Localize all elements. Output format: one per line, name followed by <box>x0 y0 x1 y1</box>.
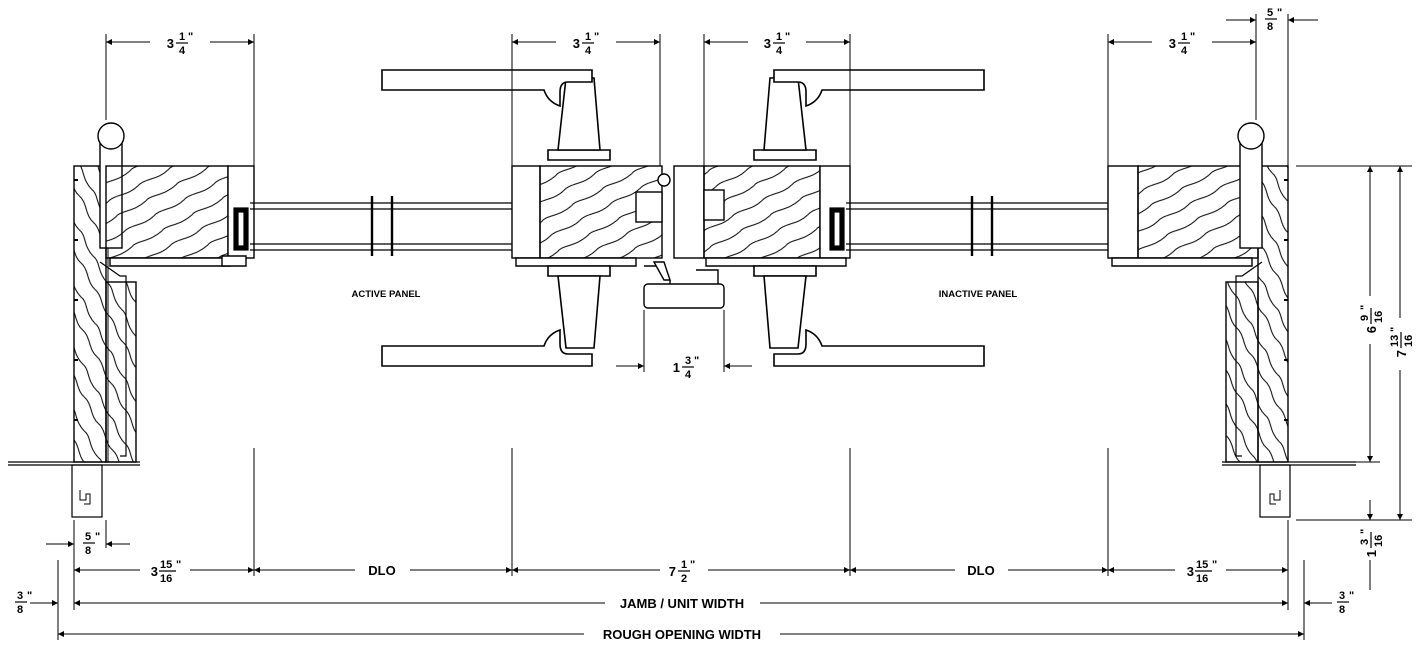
svg-text:15: 15 <box>160 559 172 571</box>
svg-text:": " <box>1389 327 1401 332</box>
svg-text:7: 7 <box>1394 350 1409 357</box>
svg-text:8: 8 <box>85 545 91 557</box>
dim-top-1: 3 1 4 " <box>167 31 193 57</box>
svg-text:": " <box>1212 559 1217 571</box>
svg-text:4: 4 <box>1181 45 1188 57</box>
svg-text:3: 3 <box>685 355 691 367</box>
inactive-panel-lock-stile <box>703 165 851 267</box>
svg-text:16: 16 <box>1373 535 1385 547</box>
inactive-panel-lever-handles <box>753 69 985 367</box>
svg-text:4: 4 <box>179 45 186 57</box>
svg-text:3: 3 <box>1339 590 1345 602</box>
svg-text:": " <box>594 31 599 43</box>
dim-top-5: 5 8 " <box>1265 7 1282 33</box>
dim-astragal: 1 3 4 " <box>673 355 699 381</box>
svg-text:5: 5 <box>85 531 91 543</box>
svg-text:5: 5 <box>1267 7 1273 19</box>
svg-text:": " <box>188 31 193 43</box>
panel-labels: ACTIVE PANEL INACTIVE PANEL DLO DLO JAMB… <box>352 289 1018 642</box>
svg-text:3: 3 <box>1359 539 1371 545</box>
dim-left-3-15-16: 3 15 16 " <box>151 559 181 585</box>
dlo-left-label: DLO <box>368 563 395 578</box>
active-panel-lever-handles <box>381 69 611 367</box>
svg-text:3: 3 <box>1187 564 1194 579</box>
svg-text:4: 4 <box>585 45 592 57</box>
right-hinge-knuckle <box>1237 122 1265 249</box>
svg-text:2: 2 <box>681 573 687 585</box>
right-jamb <box>1222 165 1356 518</box>
jamb-unit-width-label: JAMB / UNIT WIDTH <box>620 596 744 611</box>
svg-text:3: 3 <box>17 590 23 602</box>
svg-text:1: 1 <box>776 31 782 43</box>
svg-text:4: 4 <box>685 369 692 381</box>
dim-top-4: 3 1 4 " <box>1169 31 1195 57</box>
svg-text:": " <box>785 31 790 43</box>
dim-top-3: 3 1 4 " <box>764 31 790 57</box>
svg-text:6: 6 <box>1364 326 1379 333</box>
svg-text:3: 3 <box>1169 36 1176 51</box>
dimension-lines <box>30 17 1403 637</box>
svg-text:3: 3 <box>573 36 580 51</box>
svg-text:3: 3 <box>167 36 174 51</box>
dim-right-3-8: 3 8 " <box>1337 590 1354 616</box>
inactive-panel-glass <box>829 196 1129 256</box>
svg-text:": " <box>690 559 695 571</box>
dim-vert-1-3-16: 1 3 16 " <box>1359 529 1385 557</box>
svg-text:": " <box>1277 7 1282 19</box>
svg-text:15: 15 <box>1196 559 1208 571</box>
svg-text:16: 16 <box>1403 335 1415 347</box>
active-panel-glass <box>233 196 531 256</box>
svg-text:8: 8 <box>1267 21 1273 33</box>
svg-text:": " <box>1349 590 1354 602</box>
svg-text:": " <box>1359 529 1371 534</box>
dlo-right-label: DLO <box>967 563 994 578</box>
active-panel-label: ACTIVE PANEL <box>352 289 421 300</box>
dim-center-7-1-2: 7 1 2 " <box>669 559 695 585</box>
svg-text:": " <box>1359 305 1371 310</box>
dim-vert-7-13-16: 7 13 16 " <box>1389 327 1415 357</box>
extension-lines <box>57 14 1412 640</box>
svg-text:": " <box>176 559 181 571</box>
svg-text:": " <box>27 590 32 602</box>
dim-left-3-8: 3 8 " <box>15 590 32 616</box>
svg-text:4: 4 <box>776 45 783 57</box>
active-panel-hinge-stile <box>105 165 255 267</box>
inactive-panel-hinge-stile <box>1107 165 1259 267</box>
svg-text:16: 16 <box>160 573 172 585</box>
dim-right-3-15-16: 3 15 16 " <box>1187 559 1217 585</box>
svg-text:": " <box>694 355 699 367</box>
svg-text:8: 8 <box>17 604 23 616</box>
dim-bottom-left-5-8: 5 8 " <box>83 531 100 557</box>
rough-opening-width-label: ROUGH OPENING WIDTH <box>603 627 761 642</box>
svg-text:16: 16 <box>1373 311 1385 323</box>
astragal <box>643 165 725 309</box>
svg-text:1: 1 <box>1364 550 1379 557</box>
svg-text:16: 16 <box>1196 573 1208 585</box>
svg-text:13: 13 <box>1389 335 1401 347</box>
svg-text:1: 1 <box>179 31 185 43</box>
active-panel-lock-stile <box>511 165 671 267</box>
svg-text:1: 1 <box>681 559 687 571</box>
svg-text:": " <box>1190 31 1195 43</box>
svg-text:1: 1 <box>673 360 680 375</box>
svg-text:3: 3 <box>764 36 771 51</box>
svg-text:8: 8 <box>1339 604 1345 616</box>
svg-text:1: 1 <box>585 31 591 43</box>
svg-text:9: 9 <box>1359 315 1371 321</box>
svg-text:": " <box>95 531 100 543</box>
svg-text:1: 1 <box>1181 31 1187 43</box>
dim-top-2: 3 1 4 " <box>573 31 599 57</box>
dim-vert-6-9-16: 6 9 16 " <box>1359 305 1385 333</box>
inactive-panel-label: INACTIVE PANEL <box>939 289 1018 300</box>
svg-text:7: 7 <box>669 564 676 579</box>
svg-text:3: 3 <box>151 564 158 579</box>
